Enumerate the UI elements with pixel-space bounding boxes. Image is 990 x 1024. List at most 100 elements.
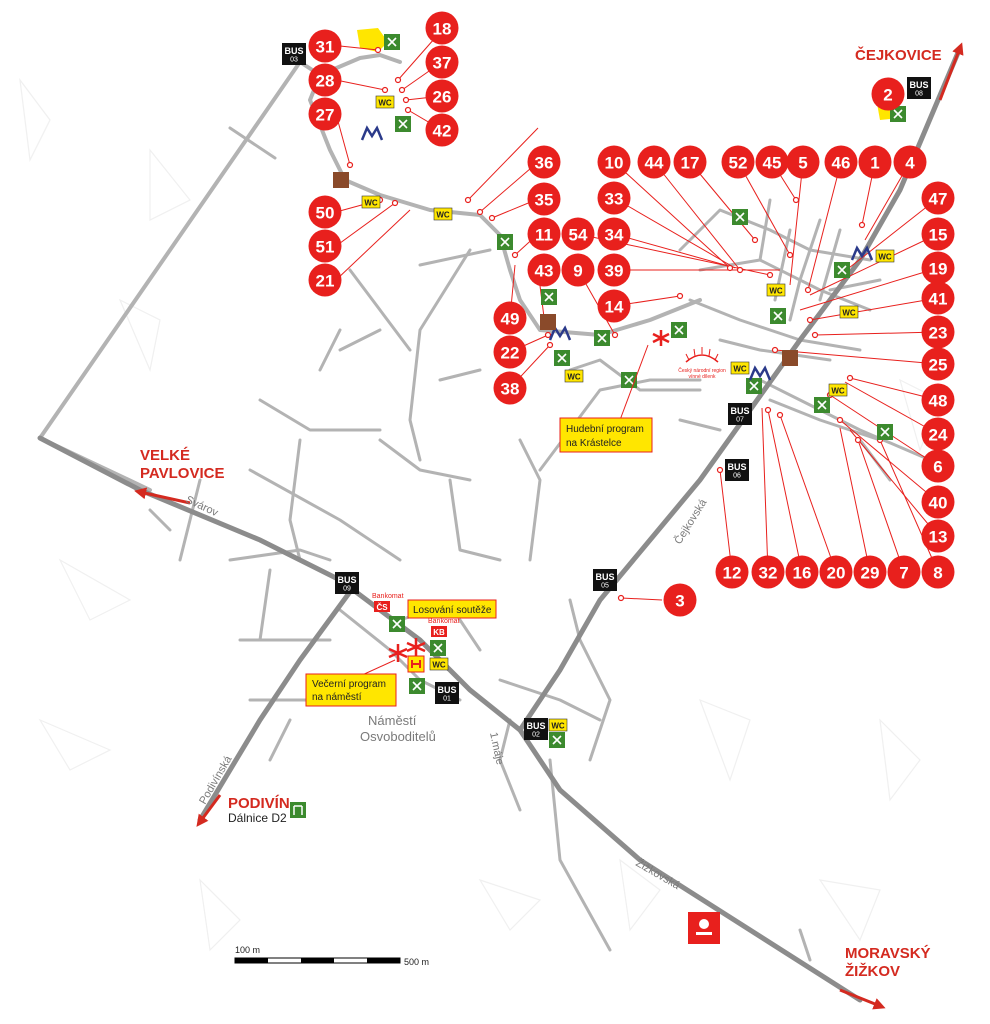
- marker-42[interactable]: 42: [425, 113, 459, 147]
- marker-15[interactable]: 15: [921, 217, 955, 251]
- marker-45[interactable]: 45: [755, 145, 789, 179]
- winery-icon: [688, 912, 720, 944]
- callout-losovani[interactable]: Losování soutěže: [407, 599, 497, 619]
- label-cejkovice: ČEJKOVICE: [855, 46, 942, 64]
- wc-badge: WC: [730, 361, 750, 375]
- marker-label: 19: [929, 260, 948, 279]
- m-icon: [748, 365, 772, 381]
- svg-text:WC: WC: [364, 199, 378, 208]
- marker-46[interactable]: 46: [824, 145, 858, 179]
- marker-26[interactable]: 26: [425, 79, 459, 113]
- marker-13[interactable]: 13: [921, 519, 955, 553]
- marker-44[interactable]: 44: [637, 145, 671, 179]
- wc-badge: WC: [548, 718, 568, 732]
- marker-22[interactable]: 22: [493, 335, 527, 369]
- marker-1[interactable]: 1: [858, 145, 892, 179]
- marker-5[interactable]: 5: [786, 145, 820, 179]
- marker-48[interactable]: 48: [921, 383, 955, 417]
- marker-label: 40: [929, 494, 948, 513]
- svg-text:BUS: BUS: [526, 721, 545, 731]
- marker-3[interactable]: 3: [663, 583, 697, 617]
- marker-label: 28: [316, 72, 335, 91]
- atm-cs-bank: ČS: [376, 603, 388, 612]
- callout-hudebni[interactable]: Hudební program na Krástelce: [559, 344, 653, 453]
- svg-text:05: 05: [601, 583, 609, 590]
- marker-2[interactable]: 2: [871, 77, 905, 111]
- restaurant-icon: [814, 397, 830, 413]
- marker-18[interactable]: 18: [425, 11, 459, 45]
- svg-text:WC: WC: [831, 387, 845, 396]
- wc-badge: WC: [429, 657, 449, 671]
- marker-label: 52: [729, 154, 748, 173]
- marker-54[interactable]: 54: [561, 217, 595, 251]
- marker-32[interactable]: 32: [751, 555, 785, 589]
- marker-43[interactable]: 43: [527, 253, 561, 287]
- marker-label: 7: [899, 564, 908, 583]
- callout-vecerni-line1: Večerní program: [312, 679, 386, 690]
- marker-47[interactable]: 47: [921, 181, 955, 215]
- marker-39[interactable]: 39: [597, 253, 631, 287]
- marker-49[interactable]: 49: [493, 301, 527, 335]
- restaurant-icon: [746, 378, 762, 394]
- marker-19[interactable]: 19: [921, 251, 955, 285]
- marker-33[interactable]: 33: [597, 181, 631, 215]
- marker-6[interactable]: 6: [921, 449, 955, 483]
- marker-17[interactable]: 17: [673, 145, 707, 179]
- callout-vecerni[interactable]: Večerní program na náměstí: [305, 659, 397, 707]
- marker-label: 32: [759, 564, 778, 583]
- marker-label: 46: [832, 154, 851, 173]
- marker-36[interactable]: 36: [527, 145, 561, 179]
- marker-21[interactable]: 21: [308, 263, 342, 297]
- marker-27[interactable]: 27: [308, 97, 342, 131]
- marker-4[interactable]: 4: [893, 145, 927, 179]
- marker-11[interactable]: 11: [527, 217, 561, 251]
- marker-29[interactable]: 29: [853, 555, 887, 589]
- marker-23[interactable]: 23: [921, 315, 955, 349]
- event-stars: [388, 330, 670, 662]
- marker-7[interactable]: 7: [887, 555, 921, 589]
- marker-52[interactable]: 52: [721, 145, 755, 179]
- marker-25[interactable]: 25: [921, 347, 955, 381]
- marker-label: 13: [929, 528, 948, 547]
- marker-20[interactable]: 20: [819, 555, 853, 589]
- marker-16[interactable]: 16: [785, 555, 819, 589]
- marker-label: 16: [793, 564, 812, 583]
- label-velke-pavlovice-1: VELKÉ: [140, 447, 190, 464]
- wc-badge: WC: [875, 249, 895, 263]
- marker-31[interactable]: 31: [308, 29, 342, 63]
- marker-label: 17: [681, 154, 700, 173]
- svg-text:WC: WC: [551, 722, 565, 731]
- marker-8[interactable]: 8: [921, 555, 955, 589]
- marker-41[interactable]: 41: [921, 281, 955, 315]
- marker-28[interactable]: 28: [308, 63, 342, 97]
- scale-bar: 100 m 500 m: [234, 945, 429, 967]
- marker-50[interactable]: 50: [308, 195, 342, 229]
- marker-37[interactable]: 37: [425, 45, 459, 79]
- marker-40[interactable]: 40: [921, 485, 955, 519]
- marker-51[interactable]: 51: [308, 229, 342, 263]
- marker-9[interactable]: 9: [561, 253, 595, 287]
- marker-24[interactable]: 24: [921, 417, 955, 451]
- marker-35[interactable]: 35: [527, 182, 561, 216]
- marker-14[interactable]: 14: [597, 289, 631, 323]
- wine-region-logo: Český národní region vínné dílenk: [678, 347, 726, 380]
- marker-label: 20: [827, 564, 846, 583]
- svg-text:BUS: BUS: [337, 575, 356, 585]
- marker-label: 43: [535, 262, 554, 281]
- svg-text:vínné dílenk: vínné dílenk: [689, 374, 716, 380]
- marker-10[interactable]: 10: [597, 145, 631, 179]
- marker-34[interactable]: 34: [597, 217, 631, 251]
- marker-12[interactable]: 12: [715, 555, 749, 589]
- svg-text:06: 06: [733, 473, 741, 480]
- wc-badge: WC: [828, 383, 848, 397]
- marker-38[interactable]: 38: [493, 371, 527, 405]
